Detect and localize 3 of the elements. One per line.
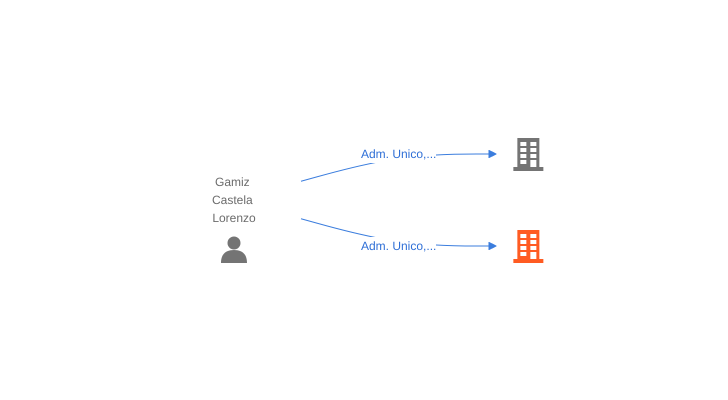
edge-label: Adm. Unico,... bbox=[361, 146, 437, 160]
edge-label: Adm. Unico,... bbox=[361, 238, 437, 252]
node-label: Gamiz Castela Lorenzo bbox=[212, 174, 256, 224]
